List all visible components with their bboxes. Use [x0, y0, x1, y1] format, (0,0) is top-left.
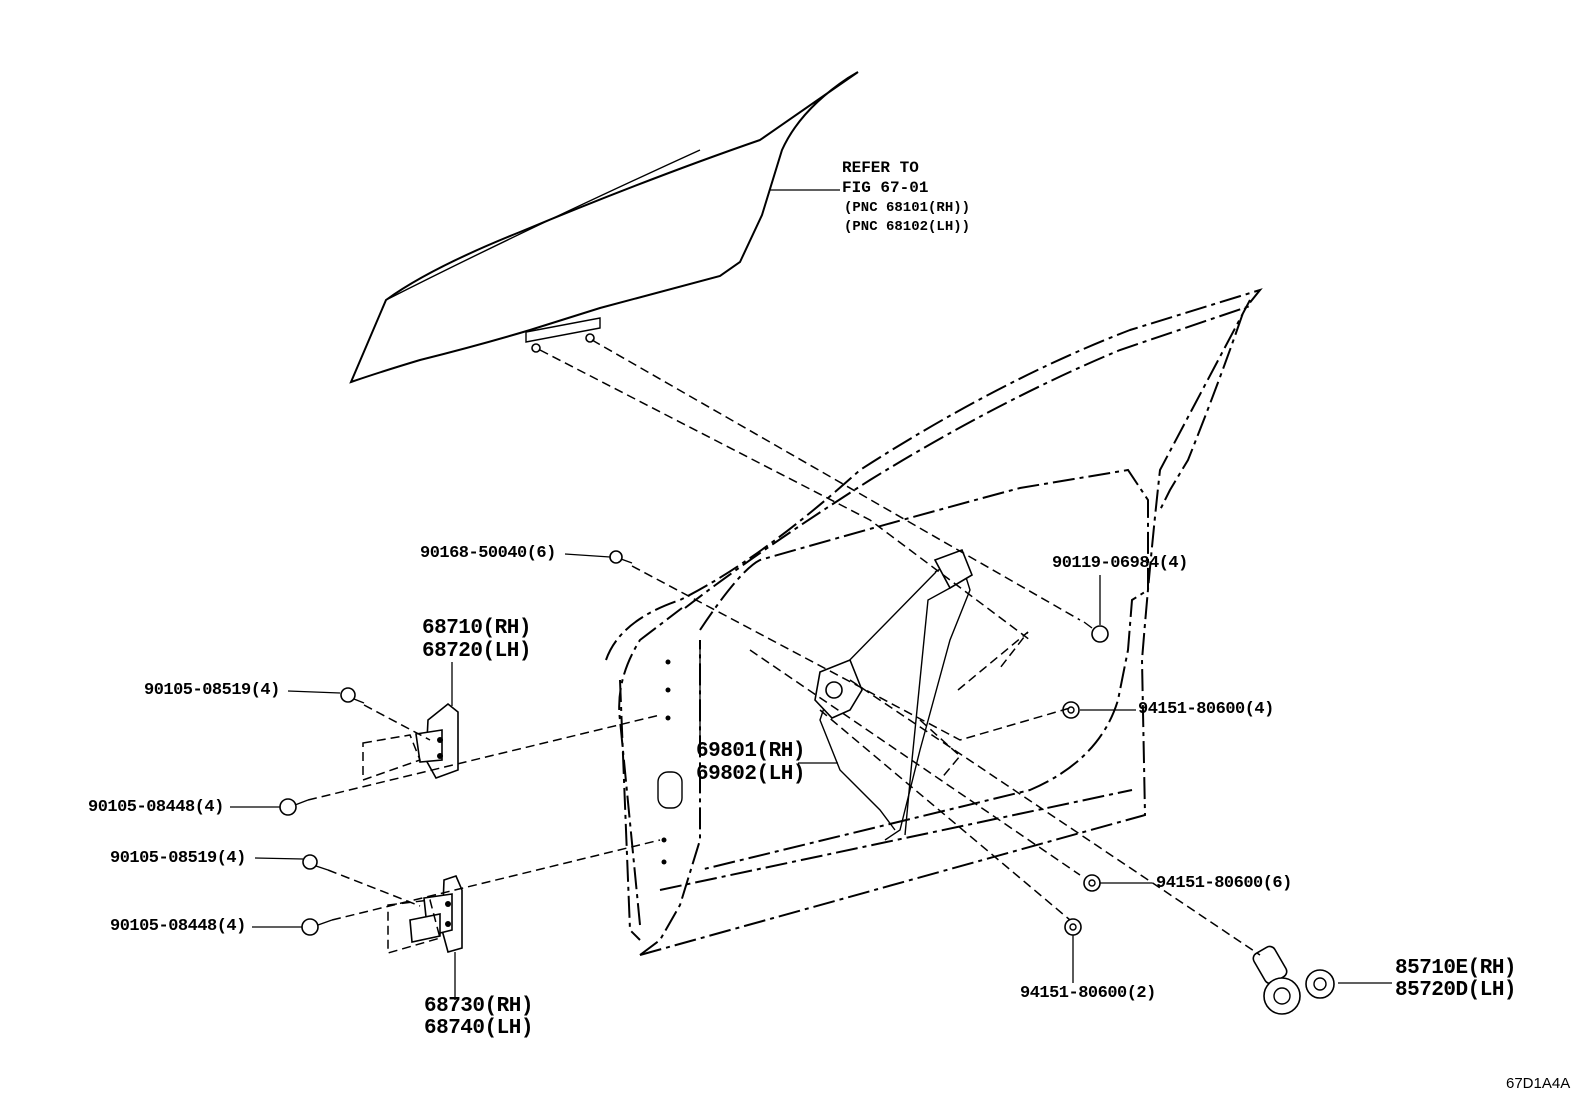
door-frame-outline — [605, 288, 1263, 956]
regulator-motor — [1252, 945, 1335, 1015]
refer-note-line2: FIG 67-01 — [842, 179, 929, 197]
part-label-90119: 90119-06984(4) — [1052, 554, 1188, 573]
part-label-69802: 69802(LH) — [696, 763, 805, 786]
fasteners — [279, 550, 1109, 936]
part-label-68710: 68710(RH) — [422, 617, 531, 640]
refer-note-line3: (PNC 68101(RH)) — [844, 200, 971, 216]
figure-id: 67D1A4A — [1506, 1075, 1571, 1092]
part-label-90168: 90168-50040(6) — [420, 544, 556, 563]
part-label-85710: 85710E(RH) — [1395, 957, 1517, 980]
bolt-icon — [279, 798, 309, 816]
part-label-68740: 68740(LH) — [424, 1017, 533, 1040]
part-label-85720: 85720D(LH) — [1395, 979, 1517, 1002]
bolt-icon — [301, 918, 333, 936]
part-label-69801: 69801(RH) — [696, 740, 805, 763]
bolt-icon — [302, 854, 329, 871]
bolt-icon — [1083, 621, 1109, 643]
nut-icon — [1064, 918, 1082, 936]
part-label-94151-4: 94151-80600(4) — [1138, 700, 1274, 719]
door-glass-outline — [349, 71, 859, 384]
part-label-68720: 68720(LH) — [422, 640, 531, 663]
nut-icon — [1083, 874, 1101, 892]
part-label-90105-b: 90105-08448(4) — [88, 798, 224, 817]
nut-icon — [1062, 701, 1080, 719]
upper-hinge — [415, 702, 459, 779]
bolt-icon — [609, 550, 633, 564]
part-label-90105-d: 90105-08448(4) — [110, 917, 246, 936]
part-label-90105-a: 90105-08519(4) — [144, 681, 280, 700]
bolt-icon — [340, 687, 365, 704]
part-label-94151-2: 94151-80600(2) — [1020, 984, 1156, 1003]
part-label-90105-c: 90105-08519(4) — [110, 849, 246, 868]
part-label-68730: 68730(RH) — [424, 995, 533, 1018]
refer-note-line4: (PNC 68102(LH)) — [844, 219, 971, 235]
leader-lines — [230, 189, 1392, 1000]
refer-note-line1: REFER TO — [842, 159, 919, 177]
assembly-lines — [307, 339, 1261, 956]
part-label-94151-6: 94151-80600(6) — [1156, 874, 1292, 893]
window-regulator — [814, 548, 973, 841]
lower-hinge — [409, 875, 463, 953]
